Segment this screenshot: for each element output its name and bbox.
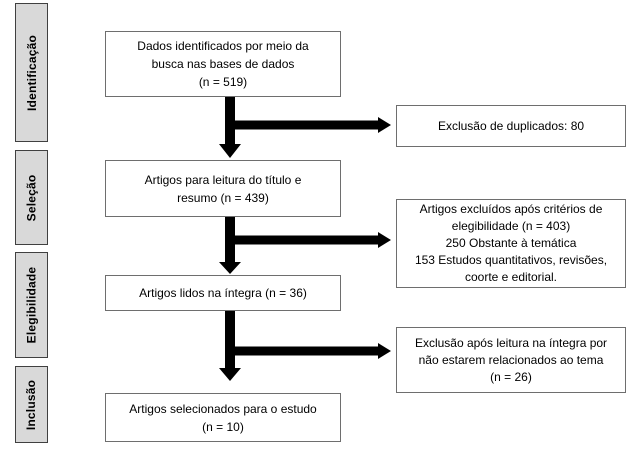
- box-full-text-read-text: Artigos lidos na íntegra (n = 36): [139, 286, 307, 300]
- box-duplicates-excluded: Exclusão de duplicados: 80: [396, 105, 626, 147]
- right-arrow-head-2: [378, 232, 391, 248]
- box-identified-records-text: Dados identificados por meio da busca na…: [137, 39, 309, 89]
- stage-selecao-label: Seleção: [24, 174, 39, 221]
- box-fulltext-excluded: Exclusão após leitura na íntegra por não…: [396, 327, 626, 393]
- stage-identificacao-label: Identificação: [24, 34, 39, 111]
- box-selected-studies-text: Artigos selecionados para o estudo (n = …: [129, 401, 317, 434]
- box-fulltext-excluded-text: Exclusão após leitura na íntegra por não…: [414, 335, 608, 384]
- box-full-text-read: Artigos lidos na íntegra (n = 36): [105, 275, 341, 311]
- stage-inclusao-label: Inclusão: [24, 379, 39, 430]
- right-arrow-shaft-3: [230, 346, 378, 356]
- arrow-identification-to-selection: [219, 97, 391, 158]
- stage-elegibilidade-label: Elegibilidade: [24, 266, 39, 344]
- right-arrow-shaft-1: [230, 120, 378, 130]
- box-duplicates-excluded-text: Exclusão de duplicados: 80: [437, 118, 585, 133]
- down-arrow-head-3: [219, 368, 241, 381]
- down-arrow-head-1: [219, 144, 241, 158]
- box-identified-records: Dados identificados por meio da busca na…: [105, 31, 341, 97]
- down-arrow-shaft-3: [225, 311, 235, 368]
- box-title-abstract-screening: Artigos para leitura do título e resumo …: [105, 160, 341, 217]
- box-eligibility-excluded: Artigos excluídos após critérios de eleg…: [396, 199, 626, 288]
- arrow-eligibility-to-inclusion: [219, 311, 391, 381]
- down-arrow-head-2: [219, 262, 241, 274]
- stage-selecao: Seleção: [15, 150, 48, 245]
- right-arrow-shaft-2: [230, 235, 378, 245]
- stage-identificacao: Identificação: [15, 3, 48, 142]
- box-selected-studies: Artigos selecionados para o estudo (n = …: [105, 393, 341, 442]
- stage-inclusao: Inclusão: [15, 366, 48, 443]
- stage-elegibilidade: Elegibilidade: [15, 252, 48, 358]
- box-title-abstract-screening-text: Artigos para leitura do título e resumo …: [144, 172, 302, 205]
- box-eligibility-excluded-text: Artigos excluídos após critérios de eleg…: [414, 202, 608, 284]
- right-arrow-head-3: [378, 343, 391, 359]
- right-arrow-head-1: [378, 117, 391, 133]
- arrow-selection-to-eligibility: [219, 217, 391, 274]
